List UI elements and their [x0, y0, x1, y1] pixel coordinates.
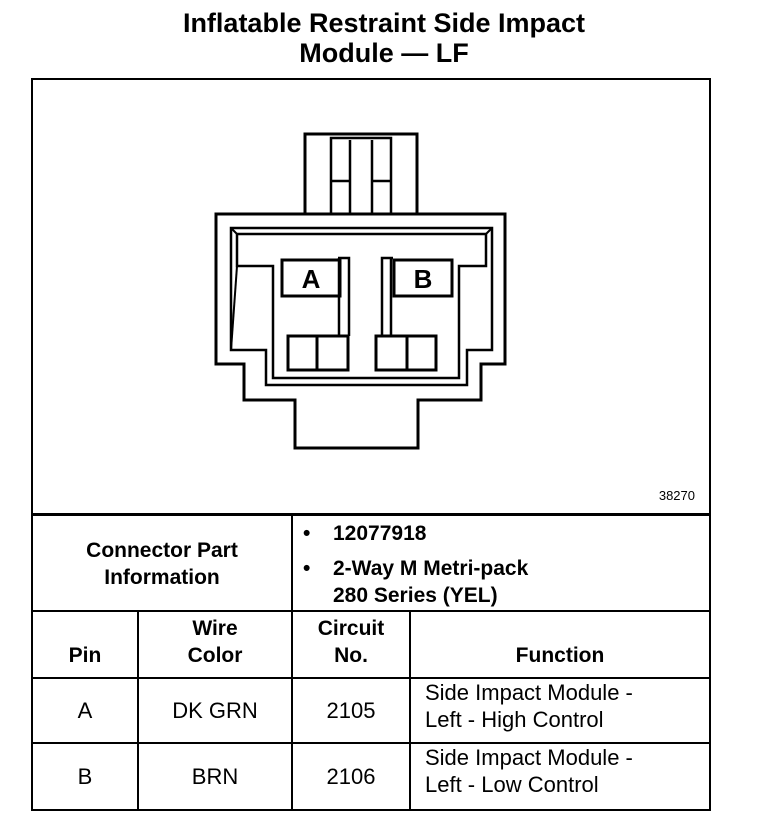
part-number-item: • 12077918	[303, 520, 709, 547]
latch-inner	[329, 136, 393, 216]
title-line-1: Inflatable Restraint Side Impact	[182, 8, 586, 38]
header-wire-line-1: Wire	[192, 617, 238, 640]
header-function: Function	[411, 612, 709, 677]
pin-b-label-box	[392, 258, 454, 298]
wire-color-cell: DK GRN	[139, 679, 293, 742]
header-circuit-line-2: No.	[334, 644, 368, 667]
connector-label-line-1: Connector Part	[86, 539, 238, 562]
header-circuit-line-1: Circuit	[317, 617, 385, 640]
function-line-1: Side Impact Module -	[425, 745, 633, 770]
connector-diagram: A B 38270	[33, 80, 709, 516]
connector-part-details: • 12077918 • 2-Way M Metri-pack 280 Seri…	[295, 516, 709, 612]
circuit-cell: 2105	[293, 679, 411, 742]
pinout-table: Pin Wire Color Circuit No. Function A DK…	[33, 612, 709, 809]
part-number: 12077918	[333, 522, 427, 545]
bullet-icon: •	[303, 557, 311, 580]
table-row: B BRN 2106 Side Impact Module - Left - L…	[33, 744, 709, 809]
function-line-2: Left - High Control	[425, 707, 604, 732]
wire-color-cell: BRN	[139, 744, 293, 809]
figure-number: 38270	[658, 488, 695, 503]
latch-tab	[303, 132, 419, 214]
pin-cell: A	[33, 679, 139, 742]
header-wire-line-2: Color	[187, 644, 243, 667]
connector-housing-inner	[229, 226, 494, 387]
function-line-2: Left - Low Control	[425, 772, 599, 797]
connector-face-drawing: A B	[214, 132, 507, 450]
header-pin-label: Pin	[68, 644, 102, 667]
bullet-icon: •	[303, 522, 311, 545]
connector-housing-outer	[214, 212, 507, 450]
header-wire-color: Wire Color	[139, 612, 293, 677]
circuit-cell: 2106	[293, 744, 411, 809]
connector-part-label: Connector Part Information	[33, 516, 293, 612]
function-cell: Side Impact Module - Left - High Control	[411, 679, 709, 742]
pin-a-label: A	[302, 264, 321, 294]
connector-desc-line-1: 2-Way M Metri-pack	[333, 557, 529, 580]
connector-info-row: Connector Part Information • 12077918 • …	[33, 516, 709, 612]
header-function-label: Function	[515, 644, 605, 667]
connector-desc-line-2: 280 Series (YEL)	[333, 584, 498, 607]
connector-desc-item: • 2-Way M Metri-pack	[303, 555, 709, 582]
function-cell: Side Impact Module - Left - Low Control	[411, 744, 709, 809]
connector-chart: A B 38270 Connector Part Information • 1…	[31, 78, 711, 811]
header-circuit-no: Circuit No.	[293, 612, 411, 677]
function-line-1: Side Impact Module -	[425, 680, 633, 705]
pin-cell: B	[33, 744, 139, 809]
pin-b-label: B	[414, 264, 433, 294]
connector-label-line-2: Information	[104, 566, 220, 589]
header-pin: Pin	[33, 612, 139, 677]
title-line-2: Module — LF	[299, 38, 469, 68]
table-row: A DK GRN 2105 Side Impact Module - Left …	[33, 679, 709, 744]
table-header-row: Pin Wire Color Circuit No. Function	[33, 612, 709, 679]
page-title: Inflatable Restraint Side Impact Module …	[0, 8, 768, 68]
